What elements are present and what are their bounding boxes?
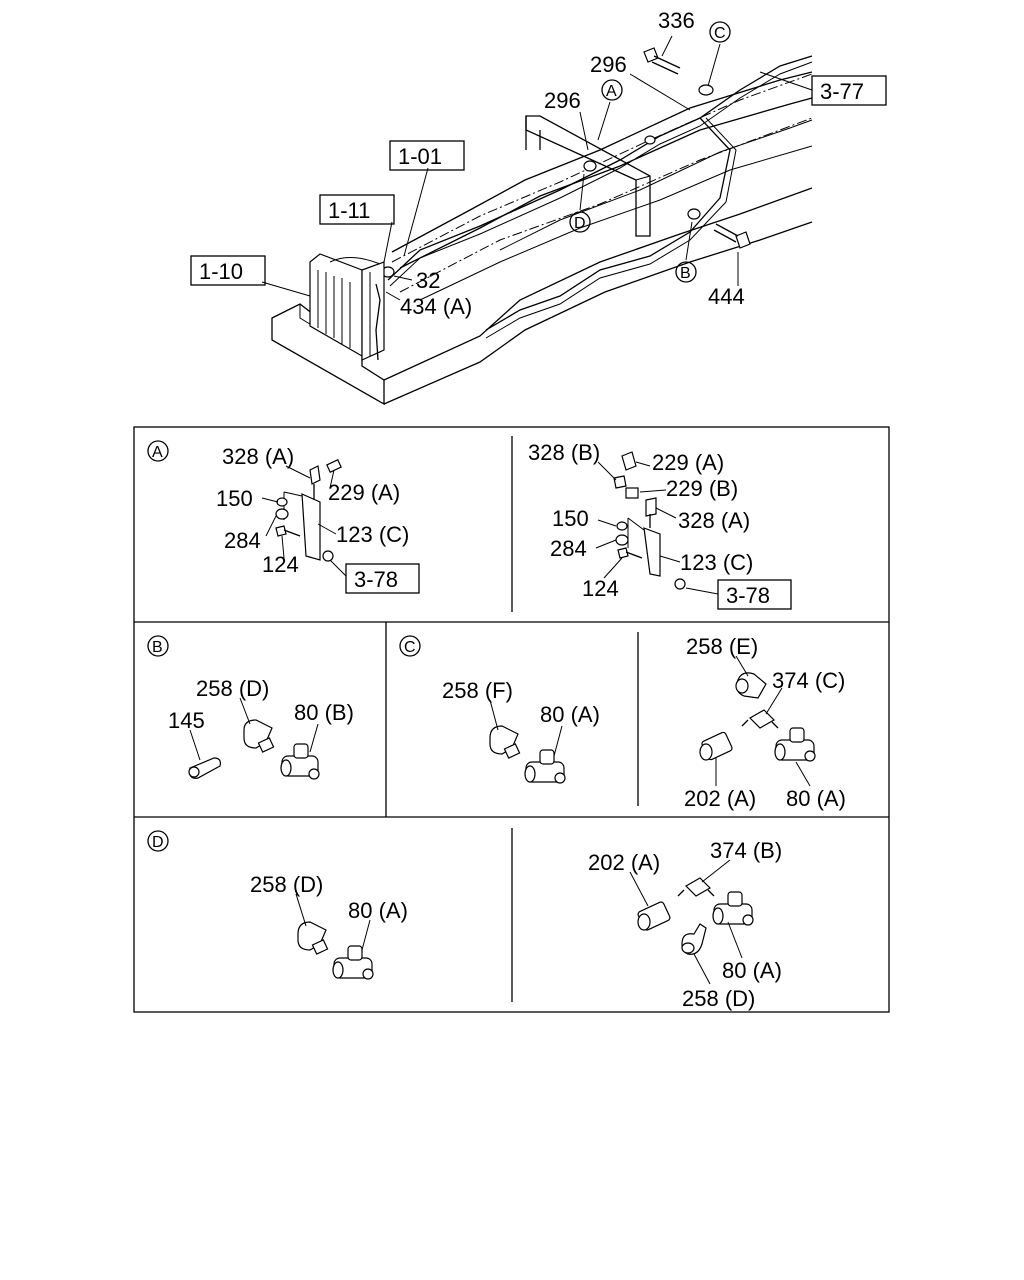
callout-circle-b: B <box>675 261 697 283</box>
panel-a-left: A 328 (A) 229 (A) 150 284 123 (C) 124 3-… <box>147 440 420 594</box>
svg-text:1-11: 1-11 <box>328 198 370 223</box>
panel-a-circle: A <box>147 440 169 462</box>
panel-a-right-label-328b: 328 (B) <box>528 440 600 465</box>
svg-text:A: A <box>152 444 163 461</box>
svg-text:C: C <box>714 25 726 42</box>
svg-text:3-78: 3-78 <box>726 583 770 608</box>
panel-c-right-label-374c: 374 (C) <box>772 668 845 693</box>
pipe-run-drawing <box>381 55 813 339</box>
main-assembly-view: 336 296 296 32 434 (A) 444 3-77 1-01 1-1… <box>190 8 887 406</box>
callout-circle-a: A <box>601 79 623 101</box>
main-leaders <box>261 35 813 301</box>
panel-c-right-label-202a: 202 (A) <box>684 786 756 811</box>
panel-d-right-label-202a: 202 (A) <box>588 850 660 875</box>
svg-text:1-01: 1-01 <box>398 144 442 169</box>
panel-d-label-258d: 258 (D) <box>250 872 323 897</box>
panel-a-left-label-229a: 229 (A) <box>328 480 400 505</box>
panel-a-left-label-284: 284 <box>224 528 261 553</box>
ref-box-1-01: 1-01 <box>389 140 465 171</box>
label-296-lower: 296 <box>544 88 581 113</box>
panel-a-left-ref-3-78: 3-78 <box>345 563 420 594</box>
radiator-drawing <box>309 253 385 361</box>
bolt-444-drawing <box>713 223 751 249</box>
panel-a-right-label-328a: 328 (A) <box>678 508 750 533</box>
panel-a-left-label-150: 150 <box>216 486 253 511</box>
panel-a-right-label-150: 150 <box>552 506 589 531</box>
bolt-336-drawing <box>643 47 681 75</box>
svg-text:D: D <box>574 215 586 232</box>
svg-text:1-10: 1-10 <box>199 259 243 284</box>
svg-text:3-77: 3-77 <box>820 79 864 104</box>
svg-text:C: C <box>404 639 416 656</box>
panel-c: C 258 (F) 80 (A) <box>399 635 600 784</box>
panel-a-right-ref-3-78: 3-78 <box>717 579 792 610</box>
ref-box-1-10: 1-10 <box>190 255 266 286</box>
svg-text:B: B <box>680 265 691 282</box>
svg-text:D: D <box>152 834 164 851</box>
frame-rails-drawing <box>391 71 813 301</box>
panel-a-right-label-124: 124 <box>582 576 619 601</box>
panel-d-right-label-80a: 80 (A) <box>722 958 782 983</box>
panel-d: D 258 (D) 80 (A) <box>147 830 408 980</box>
panel-d-right-label-374b: 374 (B) <box>710 838 782 863</box>
panel-d-right-label-258d: 258 (D) <box>682 986 755 1011</box>
svg-text:A: A <box>606 83 617 100</box>
callout-circle-d: D <box>569 211 591 233</box>
label-336: 336 <box>658 8 695 33</box>
panel-c-right-label-80a: 80 (A) <box>786 786 846 811</box>
panel-c-label-258f: 258 (F) <box>442 678 513 703</box>
detail-panel-frame <box>133 426 890 1013</box>
panel-c-circle: C <box>399 635 421 657</box>
panel-d-circle: D <box>147 830 169 852</box>
panel-b-circle: B <box>147 635 169 657</box>
panel-b-label-80b: 80 (B) <box>294 700 354 725</box>
panel-a-right-label-123c: 123 (C) <box>680 550 753 575</box>
svg-text:B: B <box>152 639 163 656</box>
label-434a: 434 (A) <box>400 294 472 319</box>
crossmember-drawing <box>525 115 651 237</box>
panel-b-label-145: 145 <box>168 708 205 733</box>
ref-box-1-11: 1-11 <box>319 194 395 225</box>
label-296-upper: 296 <box>590 52 627 77</box>
panel-a-right-label-229b: 229 (B) <box>666 476 738 501</box>
panel-a-left-label-123c: 123 (C) <box>336 522 409 547</box>
panel-b: B 258 (D) 80 (B) 145 <box>147 635 354 780</box>
label-32: 32 <box>416 268 440 293</box>
panel-d-label-80a: 80 (A) <box>348 898 408 923</box>
svg-text:3-78: 3-78 <box>354 567 398 592</box>
panel-a-left-label-328a: 328 (A) <box>222 444 294 469</box>
panel-c-right: 258 (E) 374 (C) 202 (A) 80 (A) <box>684 634 846 811</box>
panel-a-right: 328 (B) 229 (A) 229 (B) 150 328 (A) 284 … <box>528 440 792 610</box>
label-444: 444 <box>708 284 745 309</box>
panel-a-right-label-284: 284 <box>550 536 587 561</box>
callout-circle-c: C <box>709 21 731 43</box>
panel-c-label-80a: 80 (A) <box>540 702 600 727</box>
panel-d-right: 202 (A) 374 (B) 80 (A) 258 (D) <box>588 838 782 1011</box>
panel-a-right-label-229a: 229 (A) <box>652 450 724 475</box>
ref-box-3-77: 3-77 <box>811 75 887 106</box>
panel-a-left-label-124: 124 <box>262 552 299 577</box>
panel-c-right-label-258e: 258 (E) <box>686 634 758 659</box>
panel-b-label-258d: 258 (D) <box>196 676 269 701</box>
